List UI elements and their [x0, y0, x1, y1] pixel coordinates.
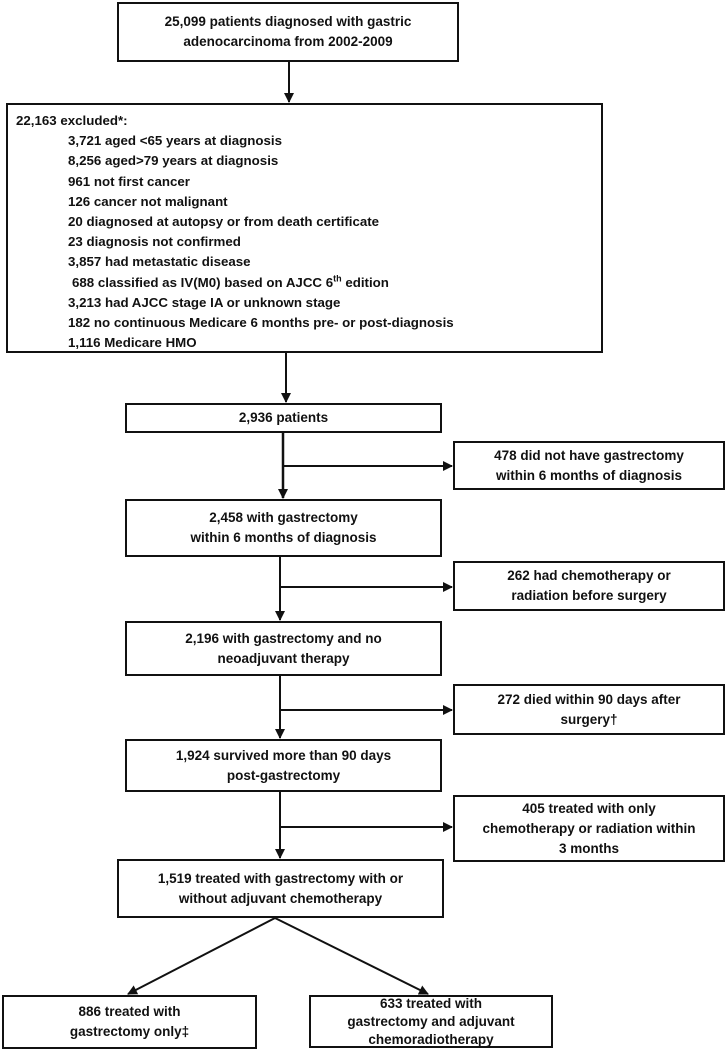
preop-therapy-line2: radiation before surgery	[511, 588, 667, 603]
box-preop-therapy: 262 had chemotherapy or radiation before…	[453, 561, 725, 611]
preop-therapy-line1: 262 had chemotherapy or	[507, 568, 671, 583]
excluded-item: 3,857 had metastatic disease	[68, 254, 251, 270]
excluded-item8-superscript: th	[333, 273, 342, 284]
adjuvant-crt-line1: 633 treated with	[379, 995, 483, 1011]
died-90-line2: surgery†	[560, 711, 618, 727]
box-excluded: 22,163 excluded*: 3,721 aged <65 years a…	[6, 103, 603, 353]
arrow-to-gastrectomy-only	[127, 917, 276, 995]
survived-90-line2: post-gastrectomy	[226, 767, 341, 783]
patients-line1: 2,936 patients	[238, 410, 329, 425]
excluded-item: 961 not first cancer	[68, 173, 190, 189]
box-initial-cohort: 25,099 patients diagnosed with gastric a…	[117, 2, 459, 62]
no-neoadjuvant-line1: 2,196 with gastrectomy and no	[185, 630, 382, 646]
only-chemo-rad-line1: 405 treated with only	[522, 800, 656, 816]
excluded-item: 3,721 aged <65 years at diagnosis	[68, 133, 282, 149]
excluded-item: 182 no continuous Medicare 6 months pre-…	[68, 315, 454, 331]
excluded-item: 3,213 had AJCC stage IA or unknown stage	[68, 294, 341, 310]
excluded-header: 22,163 excluded*:	[16, 113, 128, 128]
initial-line1: 25,099 patients diagnosed with gastric	[164, 14, 412, 29]
adjuvant-crt-line3: chemoradiotherapy	[368, 1031, 494, 1047]
box-died-90-days: 272 died within 90 days after surgery†	[453, 684, 725, 735]
excluded-item: 8,256 aged>79 years at diagnosis	[68, 153, 279, 169]
only-chemo-rad-line2: chemotherapy or radiation within	[482, 820, 696, 836]
excluded-item8-text: 688 classified as IV(M0) based on AJCC 6	[72, 274, 334, 290]
box-survived-90-days: 1,924 survived more than 90 days post-ga…	[125, 739, 442, 792]
box-adjuvant-chemoradiotherapy: 633 treated with gastrectomy and adjuvan…	[309, 995, 553, 1048]
adjuvant-crt-line2: gastrectomy and adjuvant	[347, 1013, 515, 1029]
died-90-line1: 272 died within 90 days after	[497, 691, 681, 707]
treated-line2: without adjuvant chemotherapy	[178, 890, 383, 906]
no-gastrectomy-line2: within 6 months of diagnosis	[495, 467, 682, 483]
box-treated: 1,519 treated with gastrectomy with or w…	[117, 859, 444, 918]
box-no-gastrectomy: 478 did not have gastrectomy within 6 mo…	[453, 441, 725, 490]
excluded-item: 126 cancer not malignant	[68, 193, 228, 209]
excluded-item: 20 diagnosed at autopsy or from death ce…	[68, 214, 380, 230]
excluded-item: 1,116 Medicare HMO	[68, 335, 197, 351]
box-gastrectomy-only: 886 treated with gastrectomy only‡	[2, 995, 257, 1049]
excluded-item8-suffix: edition	[341, 274, 389, 290]
gastrectomy-only-line2: gastrectomy only‡	[69, 1024, 190, 1039]
box-gastrectomy: 2,458 with gastrectomy within 6 months o…	[125, 499, 442, 557]
box-no-neoadjuvant: 2,196 with gastrectomy and no neoadjuvan…	[125, 621, 442, 676]
survived-90-line1: 1,924 survived more than 90 days	[175, 747, 392, 763]
only-chemo-rad-line3: 3 months	[558, 840, 619, 856]
arrow-to-adjuvant-crt	[274, 917, 429, 995]
box-patients: 2,936 patients	[125, 403, 442, 433]
excluded-item: 23 diagnosis not confirmed	[68, 234, 241, 250]
no-gastrectomy-line1: 478 did not have gastrectomy	[494, 447, 684, 463]
excluded-item: 688 classified as IV(M0) based on AJCC 6…	[8, 273, 601, 293]
box-only-chemo-radiation: 405 treated with only chemotherapy or ra…	[453, 795, 725, 862]
no-neoadjuvant-line2: neoadjuvant therapy	[217, 650, 350, 666]
initial-line2: adenocarcinoma from 2002-2009	[183, 34, 393, 49]
gastrectomy-only-line1: 886 treated with	[78, 1004, 181, 1019]
treated-line1: 1,519 treated with gastrectomy with or	[157, 870, 404, 886]
gastrectomy-line1: 2,458 with gastrectomy	[209, 510, 358, 525]
gastrectomy-line2: within 6 months of diagnosis	[190, 530, 377, 545]
